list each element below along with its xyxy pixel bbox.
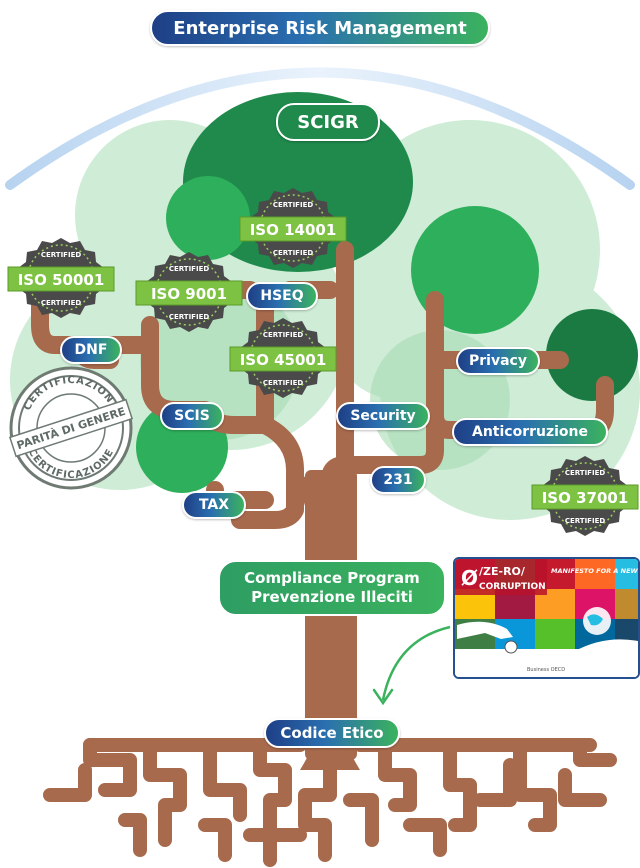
badge-iso45001: CERTIFIED ISO 45001 CERTIFIED — [229, 318, 337, 402]
badge-iso50001-main: ISO 50001 — [18, 271, 105, 289]
root-codice-etico: Codice Etico — [264, 718, 400, 748]
badge-iso37001-top: CERTIFIED — [565, 469, 606, 477]
badge-iso9001-main: ISO 9001 — [151, 285, 227, 303]
globe-icon — [583, 607, 611, 635]
label-security: Security — [336, 402, 430, 430]
manifesto-title: MANIFESTO FOR A NEW SO — [551, 567, 638, 575]
hand-icon — [457, 621, 518, 654]
badge-iso14001: CERTIFIED ISO 14001 CERTIFIED — [239, 188, 347, 272]
badge-iso9001-bottom: CERTIFIED — [169, 313, 210, 321]
badge-iso14001-bottom: CERTIFIED — [273, 249, 314, 257]
label-privacy: Privacy — [456, 347, 540, 375]
badge-iso50001: CERTIFIED ISO 50001 CERTIFIED — [7, 238, 115, 322]
manifesto-headline1: /ZE-RO/ — [479, 565, 526, 578]
badge-iso45001-main: ISO 45001 — [240, 351, 327, 369]
badge-iso50001-bottom: CERTIFIED — [41, 299, 82, 307]
label-hseq: HSEQ — [246, 282, 318, 310]
badge-iso50001-top: CERTIFIED — [41, 251, 82, 259]
gender-equality-stamp: CERTIFICAZIONE CERTIFICAZIONE PARITÀ DI … — [8, 365, 134, 491]
compliance-program-box: Compliance Program Prevenzione Illeciti — [218, 560, 446, 616]
hand-right-icon — [575, 639, 638, 663]
crown-scigr: SCIGR — [276, 103, 380, 141]
label-tax: TAX — [182, 491, 246, 519]
label-anticorruzione: Anticorruzione — [452, 418, 608, 446]
label-dnf: DNF — [60, 336, 122, 364]
badge-iso14001-top: CERTIFIED — [273, 201, 314, 209]
manifesto-zero: Ø — [461, 566, 478, 590]
manifesto-arrowhead — [372, 688, 394, 706]
manifesto-footer: Business OECD — [527, 667, 565, 673]
crown-far-right — [546, 309, 638, 401]
manifesto-headline2: CORRUPTION — [479, 582, 546, 592]
umbrella-arc — [5, 67, 635, 190]
label-231: 231 — [370, 466, 426, 494]
badge-iso45001-top: CERTIFIED — [263, 331, 304, 339]
badge-iso37001-bottom: CERTIFIED — [565, 517, 606, 525]
manifesto-arrow — [381, 625, 451, 701]
roots — [43, 738, 617, 867]
badge-iso45001-bottom: CERTIFIED — [263, 379, 304, 387]
header-title: Enterprise Risk Management — [150, 10, 490, 46]
compliance-line1: Compliance Program — [244, 569, 420, 587]
badge-iso9001: CERTIFIED ISO 9001 CERTIFIED — [135, 252, 243, 336]
badge-iso14001-main: ISO 14001 — [250, 221, 337, 239]
crown-left-small — [166, 176, 250, 260]
manifesto-thumbnail[interactable]: Ø /ZE-RO/ CORRUPTION MANIFESTO FOR A NEW… — [453, 557, 640, 679]
badge-iso9001-top: CERTIFIED — [169, 265, 210, 273]
badge-iso37001: CERTIFIED ISO 37001 CERTIFIED — [531, 456, 639, 540]
label-scis: SCIS — [160, 402, 224, 430]
compliance-line2: Prevenzione Illeciti — [251, 588, 413, 606]
badge-iso37001-main: ISO 37001 — [542, 489, 629, 507]
